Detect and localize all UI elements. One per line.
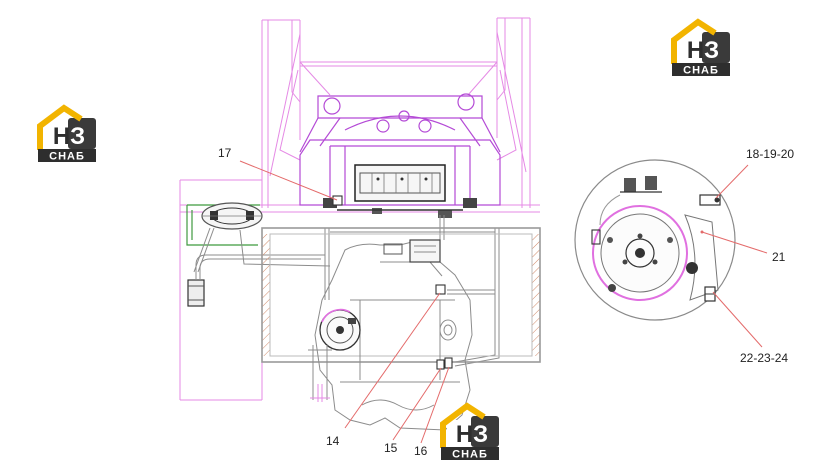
logo-left: НЗ СНАБ (37, 104, 96, 163)
engine-stand (308, 345, 332, 402)
logo-mark-text: НЗ (687, 37, 719, 64)
logo-bottom: НЗ СНАБ (440, 402, 499, 461)
callout-17: 17 (218, 146, 232, 160)
leader-18-19-20 (715, 164, 749, 199)
engine-pulley (319, 308, 361, 351)
mounted-unit (323, 164, 477, 218)
leader-16 (420, 366, 450, 444)
fitting-marker-15 (436, 359, 445, 370)
callout-14: 14 (326, 434, 340, 448)
left-canister (201, 202, 263, 230)
leader-21 (701, 231, 768, 254)
logo-dark-box (68, 118, 96, 149)
callout-22-23-24: 22-23-24 (740, 351, 788, 365)
logo-mark-text: НЗ (53, 123, 85, 150)
logo-house-roof (671, 18, 717, 64)
callout-16: 16 (414, 444, 428, 458)
compressor-detail-view (574, 159, 736, 321)
cab-mount-structure (299, 93, 501, 206)
logo-mark-text: НЗ (456, 421, 488, 448)
fitting-marker-16 (444, 357, 453, 369)
logo-dark-box (471, 416, 499, 447)
leader-lines (239, 160, 768, 444)
logo-caption-text: СНАБ (49, 151, 85, 163)
leader-15 (392, 367, 442, 441)
callout-15: 15 (384, 441, 398, 455)
leader-17 (239, 160, 338, 201)
logo-top-right: НЗ СНАБ (671, 18, 730, 77)
fitting-marker-17 (332, 195, 343, 206)
callout-21: 21 (772, 250, 786, 264)
engine-block (314, 239, 473, 431)
logo-caption-text: СНАБ (452, 449, 488, 461)
engine-frame (261, 227, 541, 363)
bolt-18-19-20 (699, 194, 721, 206)
filter-element (187, 279, 205, 307)
leader-14 (344, 292, 441, 429)
logo-house-roof (440, 402, 486, 448)
turbo-housing (383, 239, 441, 263)
logo-house-roof (37, 104, 83, 150)
callout-18-19-20: 18-19-20 (746, 147, 794, 161)
logo-caption-text: СНАБ (683, 65, 719, 77)
bolt-22-23-24 (704, 286, 716, 302)
leader-22-23-24 (712, 291, 763, 348)
logo-dark-box (702, 32, 730, 63)
fitting-marker-14 (435, 284, 446, 295)
